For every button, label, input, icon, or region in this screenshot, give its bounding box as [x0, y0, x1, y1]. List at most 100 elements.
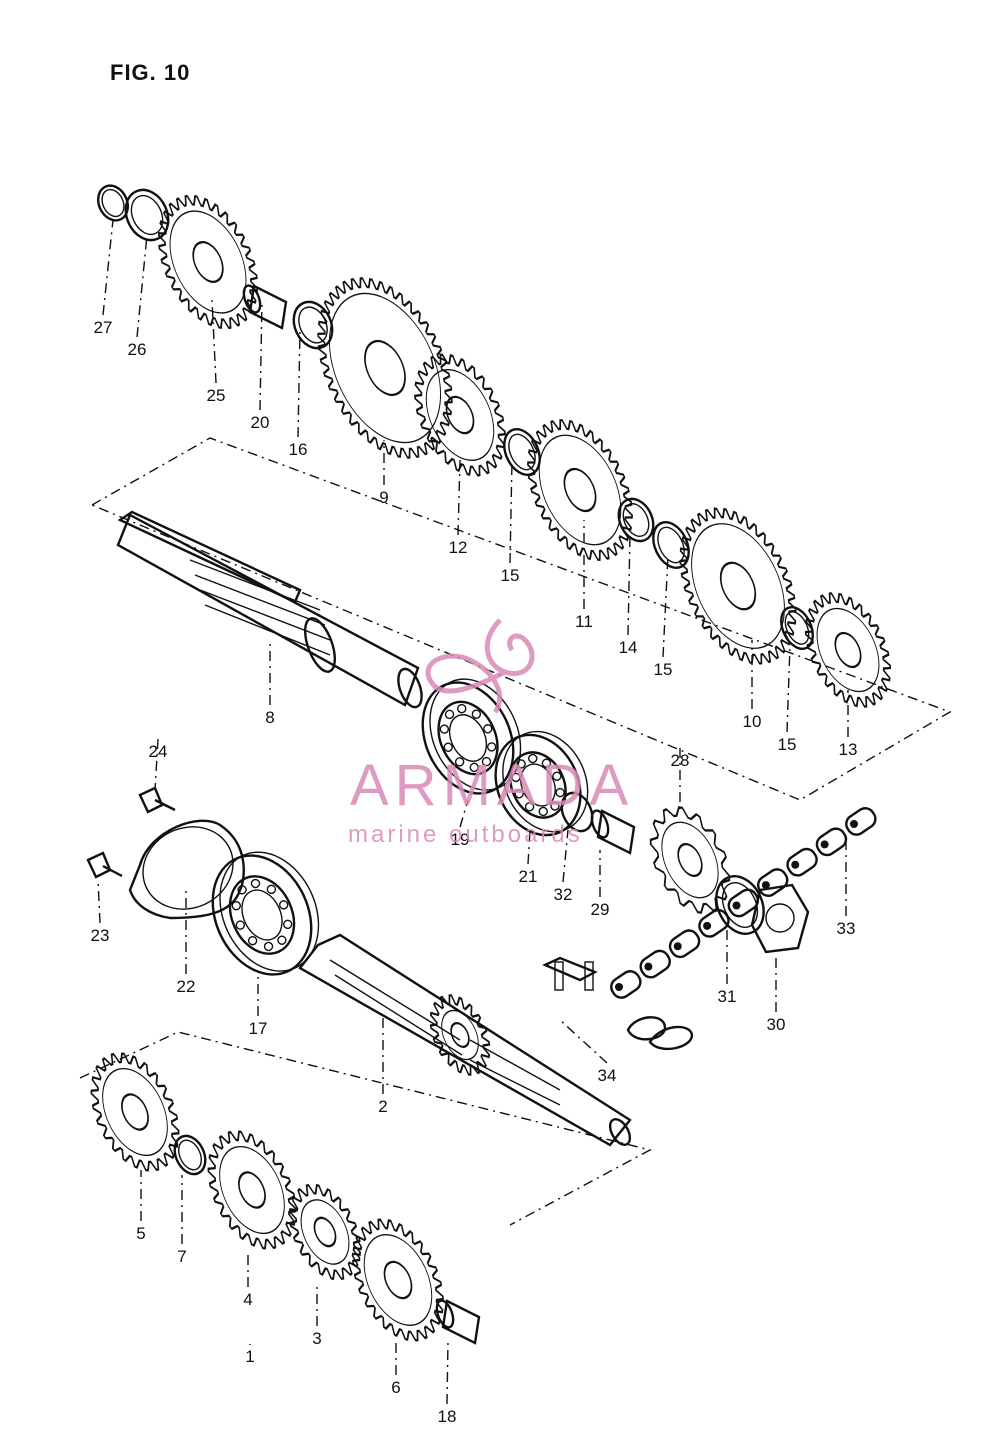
chain-link [786, 847, 818, 877]
callout-leader [259, 299, 263, 411]
part-number-label: 23 [91, 926, 110, 945]
chain-link [610, 970, 642, 999]
part-number-label: 29 [591, 900, 610, 919]
watermark-seahorse-icon [425, 618, 535, 714]
part-number-label: 12 [449, 538, 468, 557]
callout-leader [97, 879, 101, 924]
circlip-7 [173, 1134, 207, 1176]
callout-leader [662, 554, 669, 658]
part-number-label: 5 [136, 1224, 145, 1243]
part-number-label: 8 [265, 708, 274, 727]
part-number-label: 25 [207, 386, 226, 405]
callout-leader [509, 459, 513, 564]
chain-link [698, 908, 730, 938]
chain-link [756, 868, 789, 897]
part-number-label: 34 [598, 1066, 617, 1085]
part-number-label: 18 [438, 1407, 457, 1426]
spacer-29 [590, 809, 636, 855]
circlip-27 [97, 184, 129, 222]
drive-chain [610, 807, 877, 999]
part-number-label: 28 [671, 751, 690, 770]
callout-leader [136, 234, 148, 338]
chain-link [639, 949, 671, 979]
chain-link [815, 827, 848, 857]
washer-26 [124, 188, 170, 242]
bushing-20 [242, 284, 288, 330]
part-number-label: 15 [654, 660, 673, 679]
gear-5 [90, 1052, 180, 1172]
countershaft-group-outline [91, 437, 952, 801]
part-number-label: 33 [837, 919, 856, 938]
chain-link [845, 807, 877, 836]
screw-24 [138, 786, 176, 814]
gear-drive-2 [429, 994, 491, 1076]
part-number-label: 4 [243, 1290, 252, 1309]
callout-leader [297, 329, 301, 438]
driveshaft [298, 933, 632, 1147]
screw-23 [86, 851, 123, 879]
countershaft [116, 510, 423, 709]
part-number-label: 9 [379, 488, 388, 507]
part-number-label: 19 [451, 830, 470, 849]
figure-title: FIG. 10 [110, 60, 191, 85]
part-number-label: 26 [128, 340, 147, 359]
part-number-label: 24 [149, 742, 168, 761]
gear-9 [317, 277, 453, 459]
bearing-17 [211, 851, 320, 976]
callout-leader [459, 799, 469, 828]
gear-25 [157, 194, 259, 330]
part-number-label: 7 [177, 1247, 186, 1266]
washer-14 [617, 497, 655, 543]
watermark-brand: ARMADA [350, 753, 634, 818]
part-number-label: 3 [312, 1329, 321, 1348]
circlip-15c [780, 606, 814, 650]
part-number-label: 31 [718, 987, 737, 1006]
part-number-label: 6 [391, 1378, 400, 1397]
part-number-label: 14 [619, 638, 638, 657]
part-number-label: 30 [767, 1015, 786, 1034]
callout-leader [211, 299, 217, 384]
part-number-label: 27 [94, 318, 113, 337]
part-number-label: 21 [519, 867, 538, 886]
part-number-label: 2 [378, 1097, 387, 1116]
gear-6 [352, 1218, 444, 1342]
callout-leader [562, 829, 569, 883]
part-number-label: 10 [743, 712, 762, 731]
bearing-retainer-22 [128, 819, 245, 920]
o-ring-32 [560, 791, 594, 833]
part-number-label: 15 [501, 566, 520, 585]
parts-layer [86, 184, 892, 1345]
chain-link [727, 888, 760, 918]
chain-link [668, 929, 701, 959]
gear-3 [289, 1183, 361, 1281]
gear-11 [527, 419, 633, 561]
bushing-18 [435, 1299, 481, 1345]
gear-10 [679, 507, 797, 665]
oil-seal-21 [494, 730, 589, 837]
callout-leader [102, 219, 114, 316]
sprocket-28 [649, 806, 731, 914]
callout-leader [154, 738, 159, 791]
callout-leader [457, 459, 461, 536]
part-number-label: 32 [554, 885, 573, 904]
driveshaft-group-outline [79, 1031, 652, 1226]
callout-leader [786, 644, 791, 733]
callout-leader [446, 1339, 449, 1405]
part-number-label: 20 [251, 413, 270, 432]
gear-12 [414, 353, 506, 477]
part-number-label: 13 [839, 740, 858, 759]
part-number-label: 11 [575, 612, 593, 631]
part-number-label: 15 [778, 735, 797, 754]
part-number-label: 17 [249, 1019, 268, 1038]
watermark-subtitle: marine outboards [348, 821, 583, 848]
part-number-label: 16 [289, 440, 308, 459]
lock-washer-31 [715, 875, 765, 935]
callout-leader [527, 829, 531, 865]
part-number-label: 1 [245, 1347, 254, 1366]
callout-leader [559, 1019, 608, 1064]
bearing-19 [421, 678, 522, 795]
gear-4 [207, 1130, 297, 1250]
